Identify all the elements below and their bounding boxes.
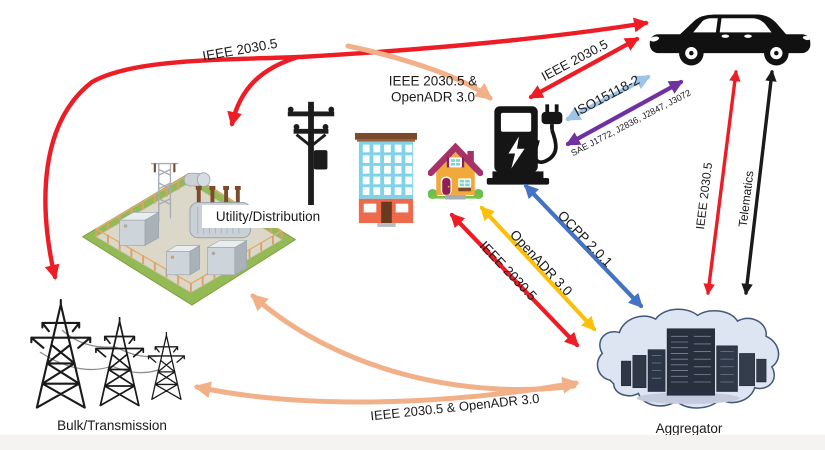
label-aggregator: Aggregator [655, 421, 723, 437]
arrow-ieee-house-cloud [449, 212, 580, 348]
arrow-telematics [741, 69, 777, 296]
label-bulk-transmission: Bulk/Transmission [57, 418, 167, 434]
arrow-peach-cloud-to-substation [250, 293, 577, 393]
arrow-ieee-car-cloud [703, 69, 741, 296]
arrow-ieee-branch-to-distribution [227, 54, 301, 127]
arrow-peach-to-charger [345, 43, 493, 101]
label-feed-line1: IEEE 2030.5 & [388, 73, 478, 89]
arrow-ieee-utility-to-car [43, 17, 649, 280]
arrow-sae [565, 79, 684, 147]
bottom-band [0, 435, 825, 450]
aggregator-cloud-icon [596, 308, 780, 409]
label-feed-standards: IEEE 2030.5 & OpenADR 3.0 [389, 73, 478, 104]
label-utility-distribution: Utility/Distribution [202, 205, 334, 228]
label-feed-line2: OpenADR 3.0 [390, 89, 476, 104]
car-icon [649, 14, 811, 66]
arrow-ieee-charger-car [528, 36, 640, 100]
arrow-peach-towers-cloud [193, 376, 580, 405]
server-racks [621, 328, 767, 404]
transmission-towers-icon [30, 298, 185, 409]
